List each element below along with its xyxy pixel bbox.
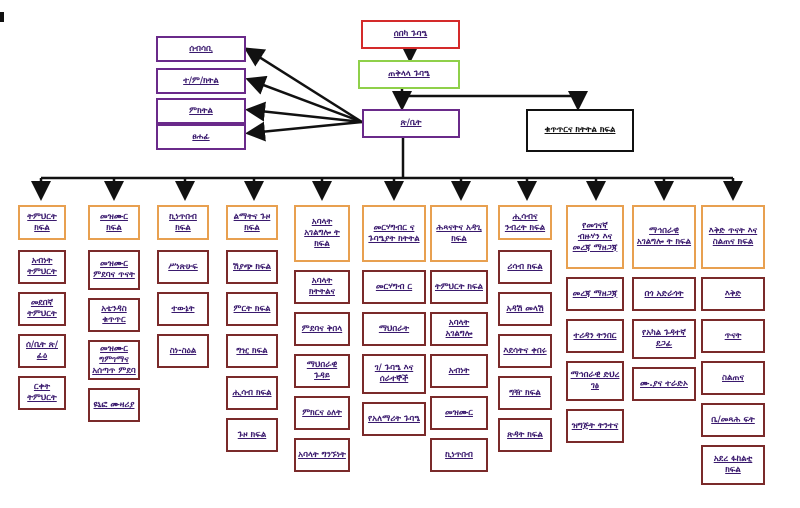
department-item: ምርት ክፍል bbox=[226, 292, 278, 326]
department-item: የአለማሪት ጉባዔ bbox=[362, 402, 426, 436]
department-item: አባላት ግንኙነት bbox=[294, 438, 350, 472]
department-item: ምክርና ዕለት bbox=[294, 396, 350, 430]
department-item: ርቀት ትምህርት bbox=[18, 376, 66, 410]
department-item: ቤ/መጻሕ ፍት bbox=[701, 403, 765, 437]
department-item: መዝሙር ምደባና ጥናት bbox=[88, 250, 140, 290]
department-item: ዩኒፎ ሙዛሪያ bbox=[88, 388, 140, 422]
audit-node: ቁጥጥርና ክትትል ክፍል bbox=[526, 109, 634, 152]
department-item: እቅድ bbox=[701, 277, 765, 311]
department-item: ማህበራት bbox=[362, 312, 426, 346]
department-item: ግዢ ክፍል bbox=[226, 334, 278, 368]
department-item: ጽዳት ክፍል bbox=[498, 418, 552, 452]
left-node-vice-deputy: ተ/ም/ክትል bbox=[156, 68, 246, 94]
left-node-secretary: ፀሐፊ bbox=[156, 124, 246, 150]
department-item: አባላት ክትትልና bbox=[294, 270, 350, 304]
department-item: አቴንዳስ ቁጥጥር bbox=[88, 298, 140, 332]
department-item: ሪሳብ ክፍል bbox=[498, 250, 552, 284]
left-node-chair: ሰብሳቢ bbox=[156, 36, 246, 62]
department-item: አባላት አገልግሎ bbox=[430, 312, 488, 346]
department-item: የአካል ጉዳተኛ ደጋፊ bbox=[632, 319, 696, 359]
department-item: ትምህርት ክፍል bbox=[430, 270, 488, 304]
department-item: ኪነጥበብ bbox=[430, 438, 488, 472]
department-head: ሒሳብና ንብረት ክፍል bbox=[498, 205, 552, 240]
department-item: ጥናት bbox=[701, 319, 765, 353]
department-item: አዳሽ መላሽ bbox=[498, 292, 552, 326]
department-head: ልማትና ጉዞ ክፍል bbox=[226, 205, 278, 240]
office-node: ጽ/ቤት bbox=[362, 109, 460, 138]
department-item: ግዥ ክፍል bbox=[498, 376, 552, 410]
left-node-deputy: ምክትል bbox=[156, 98, 246, 124]
department-item: ስነ-ስዕል bbox=[157, 334, 209, 368]
department-item: መዝሙር bbox=[430, 396, 488, 430]
department-item: መርሃግብ ር bbox=[362, 270, 426, 304]
department-head: አባላት አገልግሎ ት ክፍል bbox=[294, 205, 350, 262]
department-head: ትምህርት ክፍል bbox=[18, 205, 66, 240]
department-item: መደበኛ ትምህርት bbox=[18, 292, 66, 326]
department-item: አብነት bbox=[430, 354, 488, 388]
edge-marker bbox=[0, 12, 4, 22]
department-item: ማህበራዊ ጉዳይ bbox=[294, 354, 350, 388]
department-head: መዝሙር ክፍል bbox=[88, 205, 140, 240]
department-item: ምደባና ቅበላ bbox=[294, 312, 350, 346]
department-item: እደሳትና ቀበሩ bbox=[498, 334, 552, 368]
department-item: ተውኔት bbox=[157, 292, 209, 326]
department-item: ሙ.ያና ተራድኦ bbox=[632, 367, 696, 401]
department-item: መዝሙር ግምገማና አሰጣጥ ምደባ bbox=[88, 340, 140, 380]
department-item: በጎ አድራጎት bbox=[632, 277, 696, 311]
department-item: ማኅበራዊ ድህረ ገፅ bbox=[566, 361, 624, 401]
department-head: እቅድ ጥናት እና ስልጠና ክፍል bbox=[701, 205, 765, 269]
department-item: ሽያጭ ክፍል bbox=[226, 250, 278, 284]
department-head: ኪነጥበብ ክፍል bbox=[157, 205, 209, 240]
department-item: ተሪዳን ትንበር bbox=[566, 319, 624, 353]
department-item: ገ/ ጉባዔ እና ሰራተኞች bbox=[362, 354, 426, 394]
department-item: ሰ/ቤት ጽ/ፊዕ bbox=[18, 334, 66, 368]
department-item: ጉዞ ክፍል bbox=[226, 418, 278, 452]
department-head: ሕጻናትና አዳጊ ክፍል bbox=[430, 205, 488, 262]
parish-council-node: ሰበካ ጉባዔ bbox=[361, 20, 460, 49]
department-head: የመገናኛ ብዙሃን እና መረጃ ማዘጋጃ bbox=[566, 205, 624, 269]
general-assembly-node: ጠቅላላ ጉባዔ bbox=[358, 60, 460, 89]
department-item: ስልጠና bbox=[701, 361, 765, 395]
department-item: ሒሳብ ክፍል bbox=[226, 376, 278, 410]
department-item: መረጃ ማዘጋጃ bbox=[566, 277, 624, 311]
department-head: ማኅበራዊ አገልግሎ ት ክፍል bbox=[632, 205, 696, 269]
department-item: አደረ ፋከልቲ ክፍል bbox=[701, 445, 765, 485]
department-head: መርሃግብር ና ጉባዔያት ክትትል bbox=[362, 205, 426, 262]
department-item: ሥነጽሁፍ bbox=[157, 250, 209, 284]
department-item: ዝግጅት ትንተና bbox=[566, 409, 624, 443]
department-item: አብነት ትምህርት bbox=[18, 250, 66, 284]
